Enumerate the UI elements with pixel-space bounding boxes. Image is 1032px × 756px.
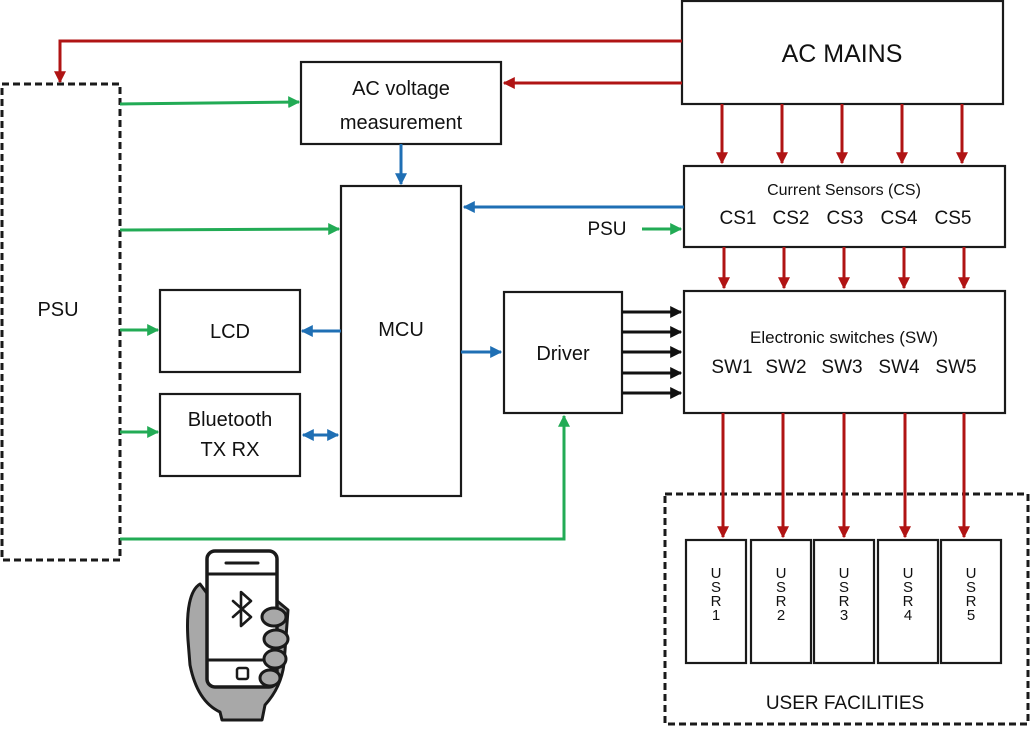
driver-block: Driver [502,290,624,415]
usr-letter: S [966,579,976,596]
mcu-block: MCU [339,184,463,498]
user-box-4: U S R 4 [876,538,940,665]
ac-voltage-block: AC voltage measurement [299,60,503,146]
arrow-icon [119,96,301,109]
usr-letter: 2 [777,607,785,624]
usr-letter: S [711,579,721,596]
bluetooth-block: Bluetooth TX RX [158,392,302,478]
cs-item: CS3 [827,208,864,229]
ac-mains-block: AC MAINS [680,0,1005,106]
psu-label: PSU [37,299,78,321]
usr-letter: U [903,565,914,582]
sw-item: SW1 [711,357,752,378]
bluetooth-icon [231,590,253,628]
usr-letter: 4 [904,607,912,624]
hand-fingers [258,606,290,688]
current-sensors-block: Current Sensors (CS) CS1 CS2 CS3 CS4 CS5 [682,164,1007,249]
usr-letter: U [839,565,850,582]
sw-item: SW4 [878,357,920,378]
usr-letter: R [776,593,787,610]
usr-letter: R [711,593,722,610]
usr-letter: 1 [712,607,720,624]
current-sensors-title: Current Sensors (CS) [767,182,921,199]
user-box-3: U S R 3 [812,538,876,665]
usr-letter: U [711,565,722,582]
usr-letter: R [966,593,977,610]
usr-letter: U [966,565,977,582]
usr-letter: 5 [967,607,975,624]
electronic-switches-title: Electronic switches (SW) [750,328,938,347]
lcd-label: LCD [210,321,250,343]
user-box-5: U S R 5 [939,538,1003,665]
sw-item: SW5 [935,357,976,378]
psu-small-label: PSU [587,219,626,240]
driver-label: Driver [536,343,590,365]
usr-letter: 3 [840,607,848,624]
usr-letter: U [776,565,787,582]
user-box-1: U S R 1 [684,538,748,665]
sw-item: SW3 [821,357,862,378]
electronic-switches-block: Electronic switches (SW) SW1 SW2 SW3 SW4… [682,289,1007,415]
lcd-block: LCD [158,288,302,374]
user-facilities-group: USER FACILITIES U S R 1 U S R 2 U S R 3 … [663,492,1030,726]
control-connections [622,306,683,399]
cs-item: CS5 [935,208,972,229]
arrow-icon [54,39,682,84]
usr-letter: S [776,579,786,596]
arrow-icon [120,414,570,541]
usr-letter: S [839,579,849,596]
ac-power-connections [54,39,970,539]
cs-item: CS4 [881,208,918,229]
sw-item: SW2 [765,357,806,378]
cs-item: CS2 [773,208,810,229]
bluetooth-label-line2: TX RX [201,439,260,461]
usr-letter: R [839,593,850,610]
dc-power-connections [119,96,683,541]
usr-letter: R [903,593,914,610]
usr-letter: S [903,579,913,596]
arrow-icon [119,223,341,236]
ac-voltage-label-line1: AC voltage [352,78,450,100]
user-facilities-label: USER FACILITIES [766,693,924,714]
signal-connections [300,144,684,441]
mcu-label: MCU [378,319,424,341]
ac-voltage-label-line2: measurement [340,112,463,134]
cs-item: CS1 [720,208,757,229]
user-box-2: U S R 2 [749,538,813,665]
bluetooth-label-line1: Bluetooth [188,409,273,431]
smartphone-icon [186,549,290,722]
psu-block: PSU [0,82,122,562]
ac-mains-label: AC MAINS [782,40,903,68]
